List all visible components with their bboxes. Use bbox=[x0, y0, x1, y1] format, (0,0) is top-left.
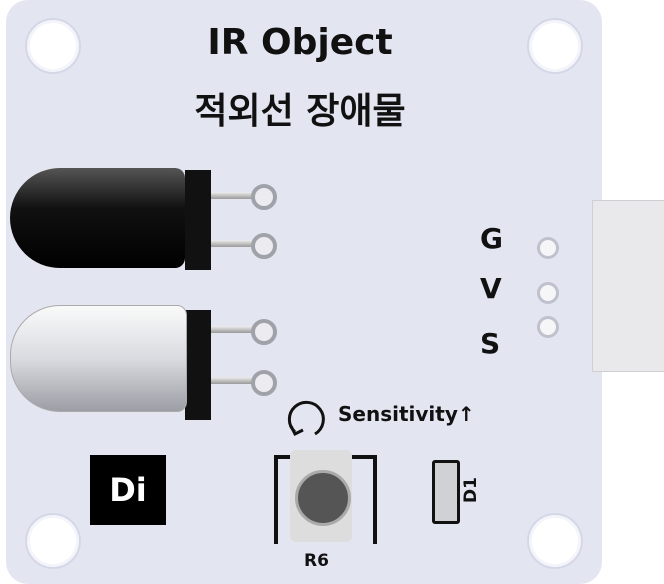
lead bbox=[185, 377, 263, 384]
pin-g bbox=[537, 237, 559, 259]
di-logo: Di bbox=[90, 455, 166, 525]
pin-label-s: S bbox=[480, 327, 501, 360]
pin-label-v: V bbox=[480, 272, 502, 305]
solder-pad bbox=[251, 233, 277, 259]
pot-knob[interactable] bbox=[295, 470, 351, 526]
sensor-header bbox=[185, 310, 211, 420]
mounting-hole bbox=[529, 515, 581, 567]
ir-receiver bbox=[10, 168, 185, 268]
solder-pad bbox=[251, 184, 277, 210]
pot-label: R6 bbox=[304, 551, 329, 571]
lead bbox=[185, 240, 263, 247]
mounting-hole bbox=[27, 20, 79, 72]
led-label: D1 bbox=[460, 477, 481, 503]
solder-pad bbox=[251, 370, 277, 396]
connector-housing bbox=[592, 200, 664, 372]
board-title: IR Object bbox=[207, 22, 393, 63]
board-subtitle: 적외선 장애물 bbox=[194, 91, 406, 132]
pin-v bbox=[537, 282, 559, 304]
mounting-hole bbox=[529, 20, 581, 72]
pin-label-g: G bbox=[480, 222, 503, 255]
rotate-arrow-icon bbox=[287, 400, 325, 437]
sensor-header bbox=[185, 170, 211, 270]
lead bbox=[185, 192, 263, 199]
ir-emitter bbox=[10, 305, 187, 412]
led-d1 bbox=[432, 460, 460, 524]
lead bbox=[185, 326, 263, 333]
pin-s bbox=[537, 316, 559, 338]
solder-pad bbox=[251, 319, 277, 345]
sensitivity-label: Sensitivity↑ bbox=[338, 402, 475, 426]
mounting-hole bbox=[27, 515, 79, 567]
